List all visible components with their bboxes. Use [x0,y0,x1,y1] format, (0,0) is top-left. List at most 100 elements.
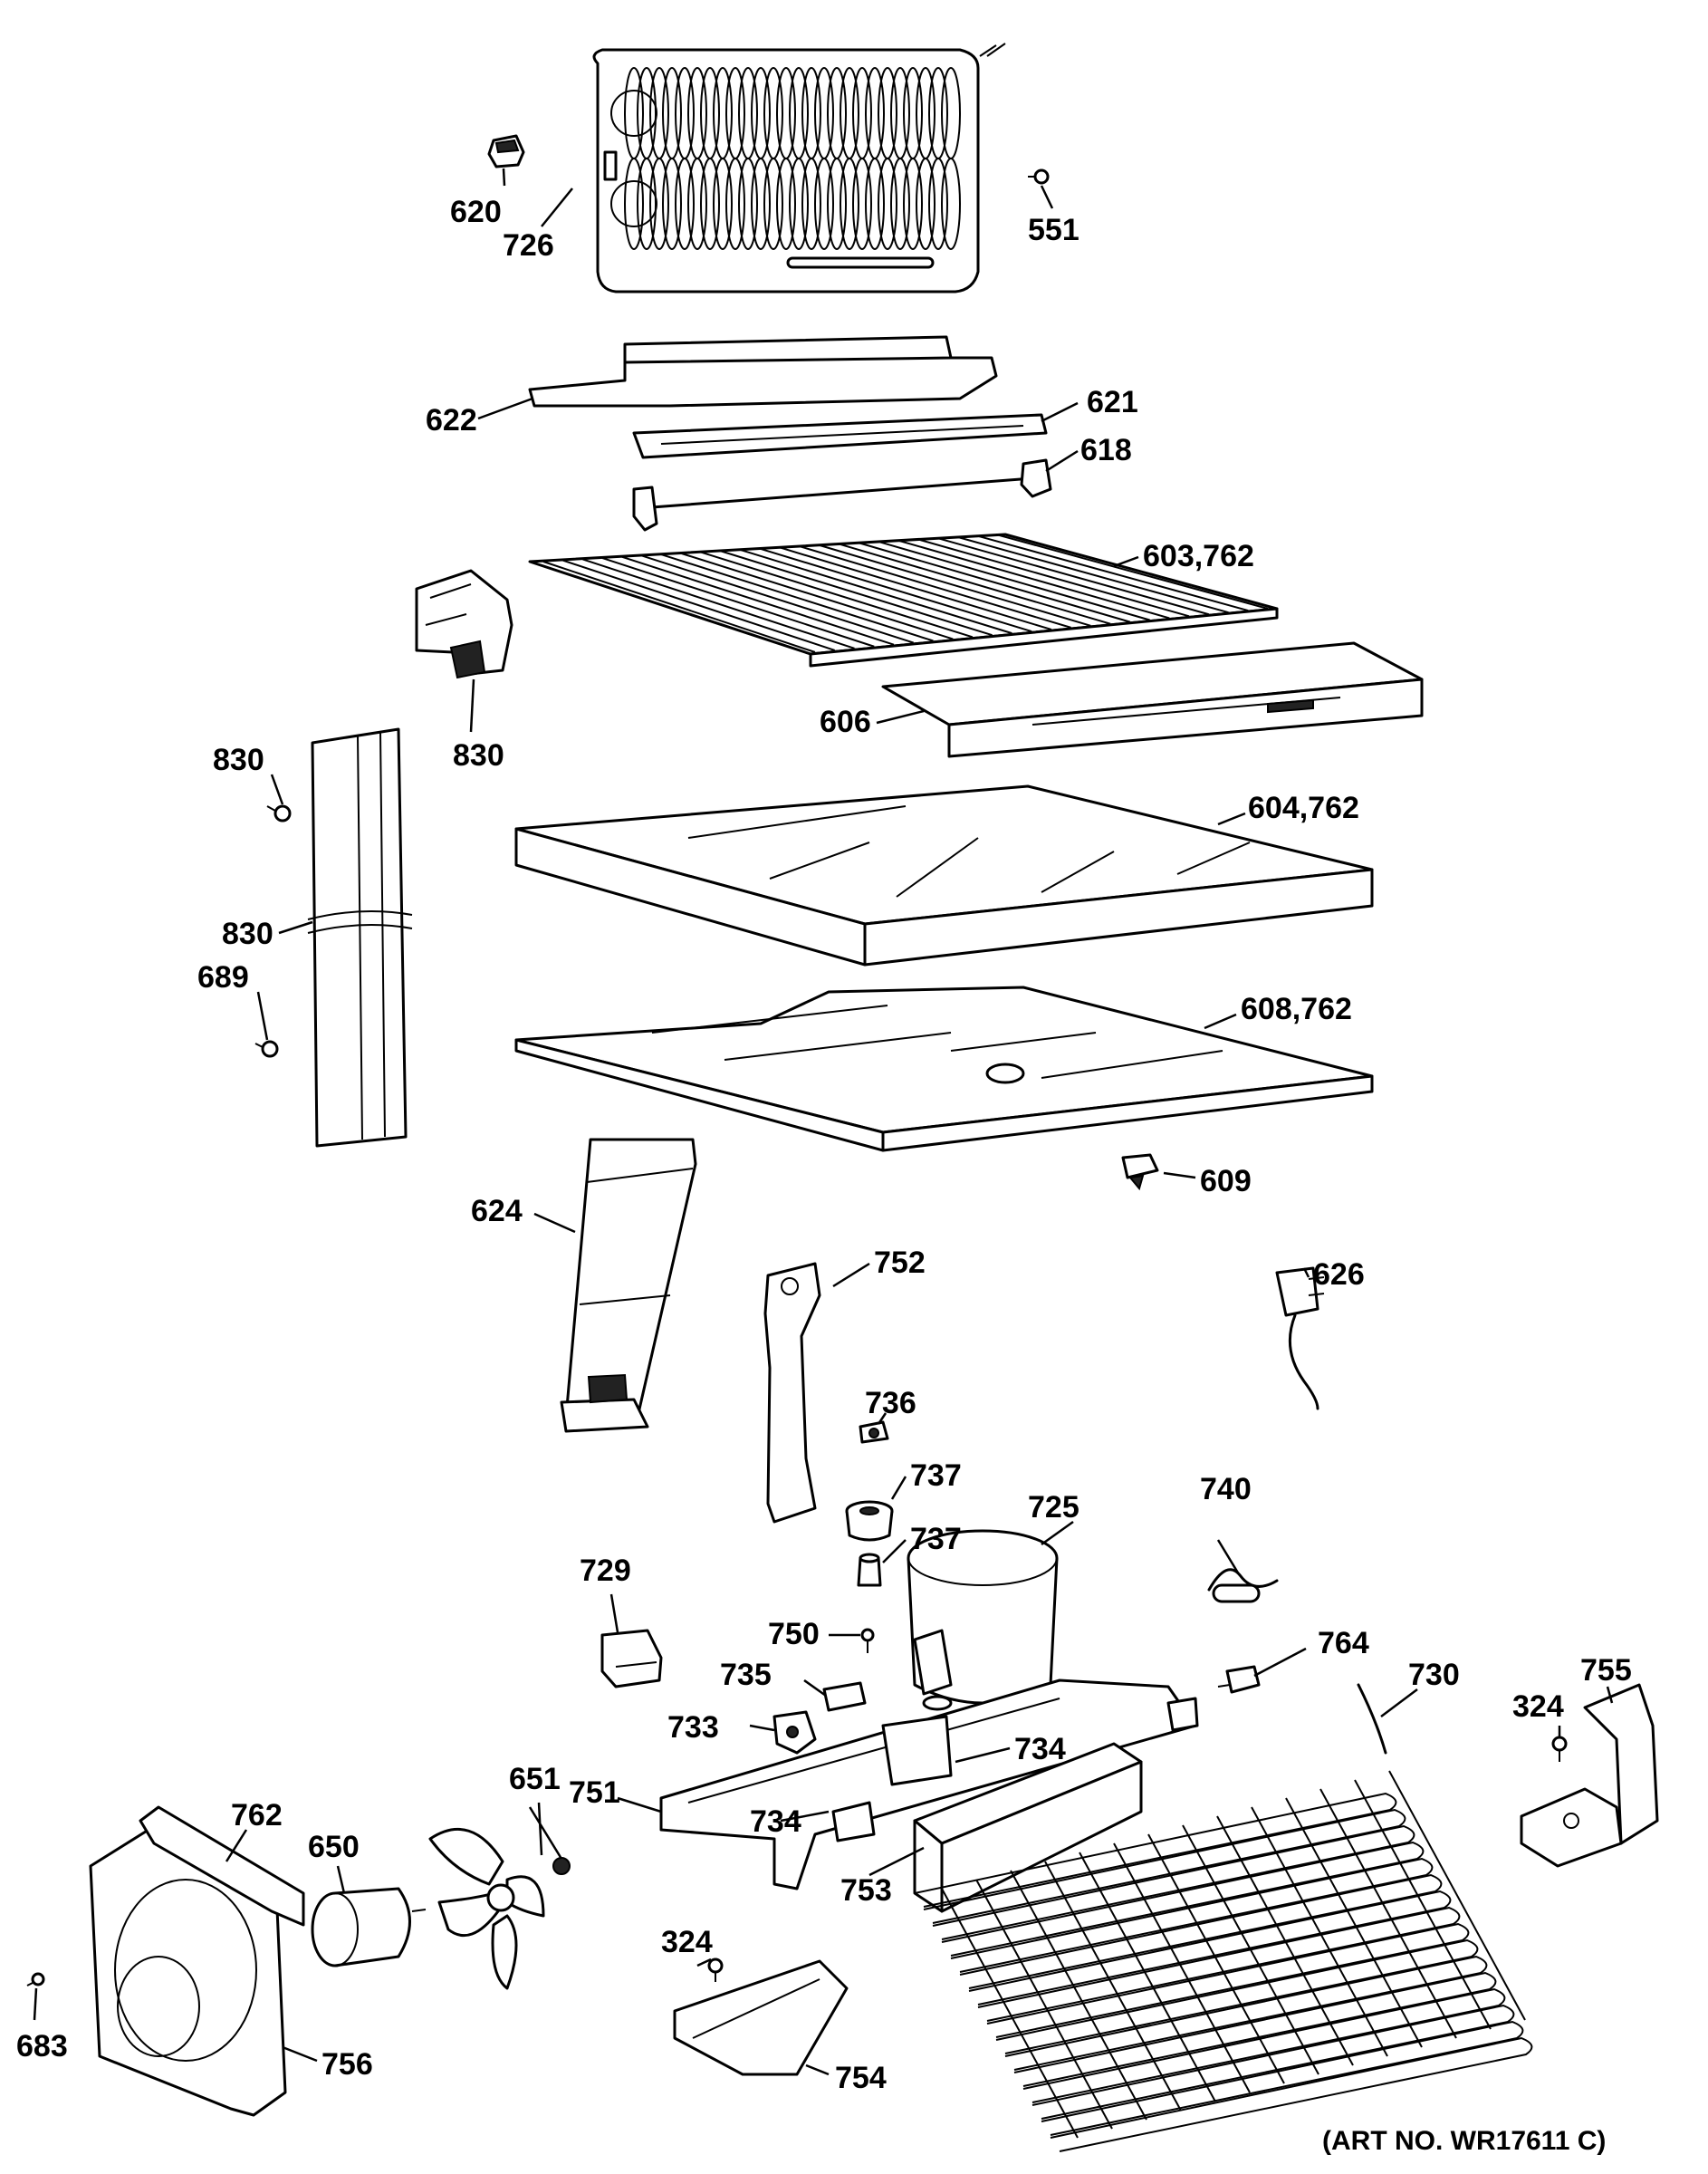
label-756: 756 [321,2047,373,2082]
label-603-762: 603,762 [1143,539,1254,573]
shelf-rib [819,544,1091,627]
shelf-rib [858,542,1131,623]
label-751: 751 [569,1775,620,1810]
condenser-wire [1388,1770,1526,2021]
condenser-tube [1050,2036,1533,2152]
plate-622 [528,335,998,408]
housing-753 [913,1742,1143,1913]
shelf-rib [542,561,816,653]
condenser-tube [968,1890,1452,2006]
part-609 [1121,1153,1159,1191]
label-736: 736 [865,1386,916,1420]
label-609: 609 [1200,1164,1252,1198]
label-620: 620 [450,195,502,229]
condenser-tube [1022,1987,1506,2103]
condenser-tube [986,1922,1470,2038]
screw-750 [860,1628,875,1653]
part-736 [859,1420,889,1444]
label-762: 762 [231,1798,283,1833]
label-725: 725 [1028,1490,1079,1525]
coil-loop [738,158,758,250]
label-734-right: 734 [1014,1732,1066,1766]
bracket-755 [1520,1683,1659,1868]
condenser-tube [941,1841,1425,1957]
label-737-grommet: 737 [910,1458,962,1493]
coil-loop [725,158,745,250]
label-624: 624 [471,1194,523,1228]
condenser-wire [1010,1870,1147,2121]
screw-683 [26,1972,45,1986]
condenser-tube [950,1857,1434,1973]
condenser-tube [914,1792,1397,1908]
label-764: 764 [1318,1626,1369,1660]
screw-324 [1551,1736,1568,1762]
art-number: (ART NO. WR17611 C) [1322,2126,1606,2156]
coil-loop [713,158,733,250]
coil-loop [840,158,859,250]
coil-loop [928,158,948,250]
coil-loop [649,158,669,250]
condenser-tube [932,1824,1415,1940]
label-622: 622 [426,403,477,438]
tray-754 [673,1959,849,2076]
label-606: 606 [820,705,871,739]
label-651: 651 [509,1762,561,1796]
condenser-wire [1079,1852,1216,2102]
cord-626 [1275,1266,1325,1410]
pan-608 [514,986,1374,1152]
condenser-wire [1147,1833,1285,2084]
leader-lines [33,168,1614,2076]
label-735: 735 [720,1658,772,1692]
rod-618 [632,458,1052,532]
condenser-tube [995,1938,1479,2054]
coil-loop [865,158,885,250]
coil-loop [789,158,809,250]
label-830-rail: 830 [222,917,273,951]
coil-loop [852,158,872,250]
label-830-bracket: 830 [453,738,504,773]
shelf-rib [897,539,1170,620]
condenser-tube [959,1873,1443,1989]
coil-end [610,180,657,227]
label-618: 618 [1080,433,1132,467]
motor-650 [311,1887,427,1967]
label-726: 726 [503,228,554,263]
coil-loop [941,158,961,250]
base-751 [659,1679,1199,1890]
coil-loop [878,158,897,250]
coil-loop [916,158,936,250]
shelf-rib [720,550,993,637]
label-734-left: 734 [750,1804,801,1839]
coil-loop [700,158,720,250]
screw-324b [707,1958,724,1982]
cover-735 [822,1681,867,1712]
grommet-737 [845,1500,894,1542]
condenser-730 [914,1683,1533,2152]
label-324-right: 324 [1512,1689,1564,1724]
evaporator-726 [592,43,1006,293]
shelf-rib [641,554,915,644]
label-730: 730 [1408,1658,1460,1692]
shelf-603 [528,533,1279,668]
sleeve-737 [857,1553,882,1587]
shelf-rib [956,535,1229,614]
pan-604 [514,784,1374,967]
label-608-762: 608,762 [1241,992,1352,1026]
label-626: 626 [1313,1257,1365,1292]
rail-621 [632,413,1048,459]
label-604-762: 604,762 [1248,791,1359,825]
coil-end [610,90,657,137]
shelf-rib [740,549,1012,635]
bracket-752 [763,1262,821,1524]
condenser-wire [1319,1788,1457,2039]
label-752: 752 [874,1246,926,1280]
shelf-rib [779,546,1052,630]
condenser-wire [1044,1861,1182,2111]
coil-loop [827,158,847,250]
shelf-rib [661,553,934,642]
duct-624 [560,1138,697,1433]
shelf-rib [621,555,895,646]
gasket-762 [139,1805,305,1927]
label-689: 689 [197,960,249,995]
